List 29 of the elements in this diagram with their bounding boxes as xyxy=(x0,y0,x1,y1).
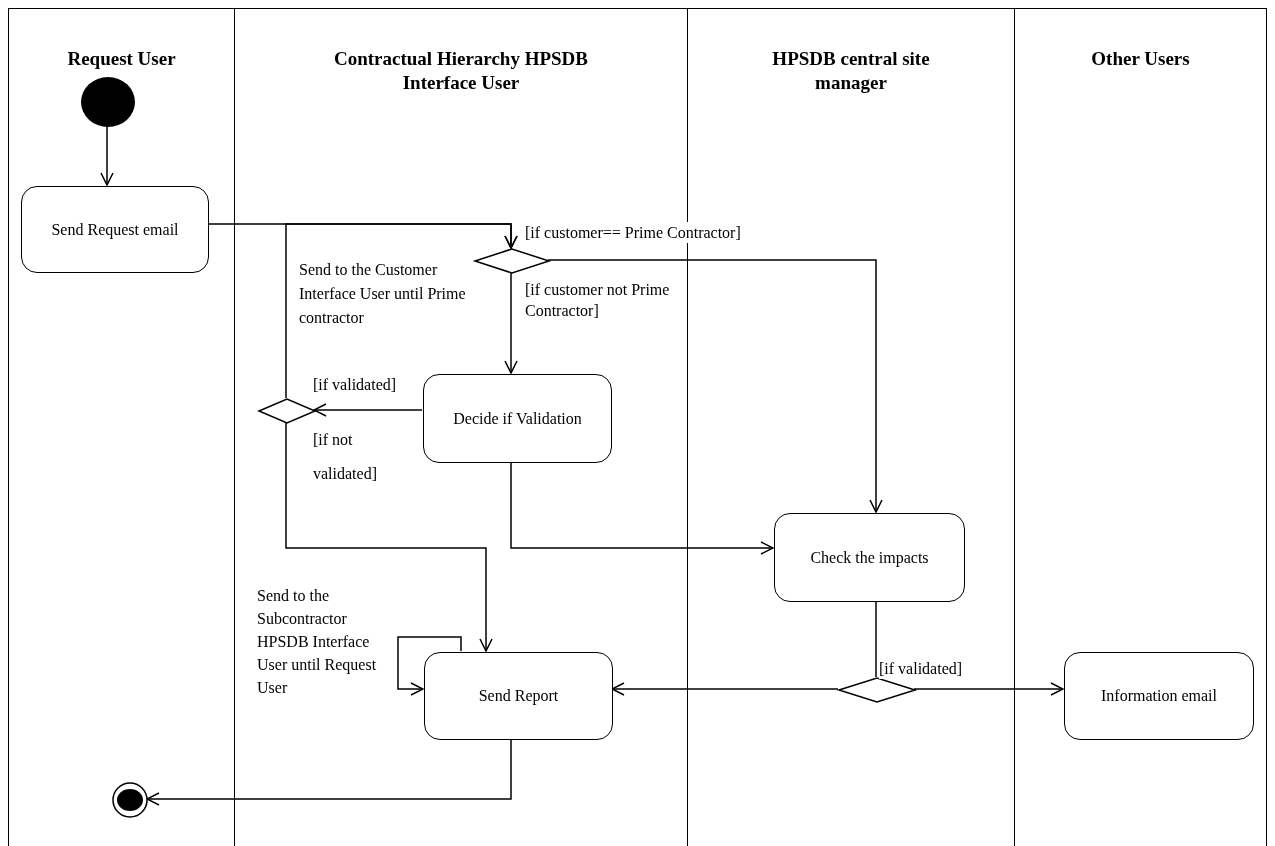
decision-diamond xyxy=(259,399,315,423)
arrow xyxy=(397,636,462,696)
arrow xyxy=(547,259,883,513)
lane-heading: Contractual Hierarchy HPSDB Interface User xyxy=(333,47,589,95)
activity-box: Send Request email xyxy=(21,186,209,273)
arrow xyxy=(913,682,1064,696)
note-text: Send to the Customer Interface User until Prime contractor xyxy=(299,260,467,328)
activity-box: Check the impacts xyxy=(774,513,965,602)
end-node xyxy=(112,782,148,818)
arrow xyxy=(100,125,114,186)
lane-heading: HPSDB central site manager xyxy=(771,47,931,95)
activity-box: Information email xyxy=(1064,652,1254,740)
swimlane xyxy=(8,8,234,846)
arrow xyxy=(510,461,774,555)
start-node xyxy=(81,77,135,127)
lane-heading: Other Users xyxy=(1090,47,1191,71)
lane-heading: Request User xyxy=(66,47,177,71)
decision-diamond xyxy=(839,678,915,702)
activity-box: Send Report xyxy=(424,652,613,740)
arrow xyxy=(146,738,512,806)
decision-diamond xyxy=(475,249,549,273)
arrow xyxy=(504,271,518,374)
activity-box: Decide if Validation xyxy=(423,374,612,463)
arrow xyxy=(285,223,518,399)
swimlane xyxy=(1014,8,1267,846)
arrow xyxy=(285,421,493,652)
connector-line xyxy=(875,600,877,678)
arrow xyxy=(611,682,839,696)
arrow xyxy=(313,403,423,417)
